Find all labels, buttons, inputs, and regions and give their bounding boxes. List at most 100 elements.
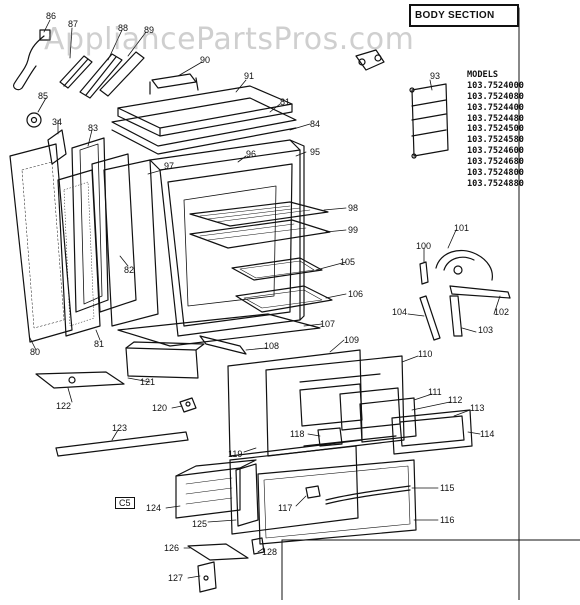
model-list-header: MODELS <box>467 70 499 80</box>
callout-96: 96 <box>246 149 257 159</box>
model-number: 103.7524880 <box>467 178 524 189</box>
part-117-clip <box>305 485 321 499</box>
part-100-pin <box>419 261 429 285</box>
callout-89: 89 <box>144 25 155 35</box>
part-89-bracket <box>99 51 145 97</box>
callout-113: 113 <box>470 403 485 413</box>
model-number: 103.7524080 <box>467 91 524 102</box>
callout-82: 82 <box>124 265 135 275</box>
part-110-door-outer <box>265 355 405 457</box>
part-125-drawer-side <box>235 463 259 527</box>
callout-117: 117 <box>278 503 293 513</box>
part-88-handle <box>79 53 123 99</box>
model-number: 103.7524680 <box>467 157 524 168</box>
callout-106: 106 <box>348 289 364 299</box>
stamp-label: C5 <box>115 497 135 509</box>
callout-88: 88 <box>118 23 129 33</box>
part-hinge-bracket <box>355 49 385 71</box>
part-97-side <box>103 159 159 327</box>
callout-110: 110 <box>418 349 433 359</box>
callout-81-side: 81 <box>94 339 105 349</box>
watermark: AppliancePartsPros.com <box>44 22 415 57</box>
model-number: 103.7524000 <box>467 80 524 91</box>
callout-123: 123 <box>112 423 128 433</box>
callout-124: 124 <box>146 503 162 513</box>
callout-84-top: 84 <box>310 119 321 129</box>
part-81-insulation <box>57 169 101 337</box>
callout-80: 80 <box>30 347 41 357</box>
model-number: 103.7524500 <box>467 124 524 135</box>
part-80-side-panel <box>9 143 73 343</box>
section-title: BODY SECTION <box>415 10 495 21</box>
part-116-drawer-front <box>257 459 417 545</box>
callout-104: 104 <box>392 307 408 317</box>
part-105-broiler-insert <box>231 257 323 281</box>
callout-105: 105 <box>340 257 356 267</box>
model-number: 103.7524600 <box>467 146 524 157</box>
part-106-broiler-pan <box>235 285 333 313</box>
callout-102: 102 <box>494 307 510 317</box>
part-83-rear-panel <box>71 137 109 313</box>
part-93-rack <box>409 83 449 159</box>
callout-103: 103 <box>478 325 494 335</box>
part-91-cooktop <box>117 85 293 137</box>
part-118-clip <box>317 427 343 447</box>
part-84-bracket <box>47 129 67 165</box>
callout-90: 90 <box>200 55 211 65</box>
model-number: 103.7524480 <box>467 113 524 124</box>
part-123-bar <box>55 431 189 457</box>
part-126-rail <box>187 543 249 561</box>
part-113-glass <box>359 397 417 443</box>
part-103-link <box>449 295 463 337</box>
callout-118: 118 <box>290 429 305 439</box>
part-107-bottom-panel <box>117 313 321 347</box>
callout-97: 97 <box>164 161 175 171</box>
callout-128: 128 <box>262 547 278 557</box>
section-title-box: BODY SECTION <box>409 4 519 27</box>
part-90-top-handle <box>149 73 199 95</box>
part-82-side-liner <box>91 153 137 313</box>
leader-lines <box>29 19 501 579</box>
model-number: 103.7524400 <box>467 102 524 113</box>
part-112-glass <box>339 387 401 431</box>
part-101-hinge <box>435 249 511 299</box>
part-104-rod <box>419 295 441 341</box>
callout-93: 93 <box>430 71 441 81</box>
part-98-rack <box>189 201 329 227</box>
callout-107: 107 <box>320 319 336 329</box>
callout-127: 127 <box>168 573 184 583</box>
callout-120: 120 <box>152 403 168 413</box>
part-81-top-frame <box>111 97 297 155</box>
callout-101: 101 <box>454 223 470 233</box>
callout-112: 112 <box>448 395 463 405</box>
callout-122: 122 <box>56 401 72 411</box>
part-99-rack <box>189 219 331 249</box>
callout-108: 108 <box>264 341 280 351</box>
callout-115: 115 <box>440 483 455 493</box>
callout-100: 100 <box>416 241 432 251</box>
part-111-window-frame <box>299 383 363 427</box>
callout-109: 109 <box>344 335 360 345</box>
callout-85: 85 <box>38 91 49 101</box>
part-108-strip <box>199 335 247 355</box>
callout-87: 87 <box>68 19 79 29</box>
model-number: 103.7524800 <box>467 168 524 179</box>
callout-91: 91 <box>244 71 255 81</box>
callout-125: 125 <box>192 519 208 529</box>
callout-98: 98 <box>348 203 359 213</box>
part-114-window <box>391 409 473 455</box>
callout-119: 119 <box>228 449 243 459</box>
part-128-clip <box>251 537 265 555</box>
callout-116: 116 <box>440 515 455 525</box>
callout-81-top: 81 <box>280 97 291 107</box>
callout-99: 99 <box>348 225 359 235</box>
callout-95: 95 <box>310 147 321 157</box>
callout-121: 121 <box>140 377 156 387</box>
model-number: 103.7524580 <box>467 135 524 146</box>
part-121-trim <box>125 341 205 379</box>
part-87-handle <box>59 55 93 89</box>
part-85-knob <box>26 112 42 128</box>
part-127-bracket <box>197 561 217 593</box>
